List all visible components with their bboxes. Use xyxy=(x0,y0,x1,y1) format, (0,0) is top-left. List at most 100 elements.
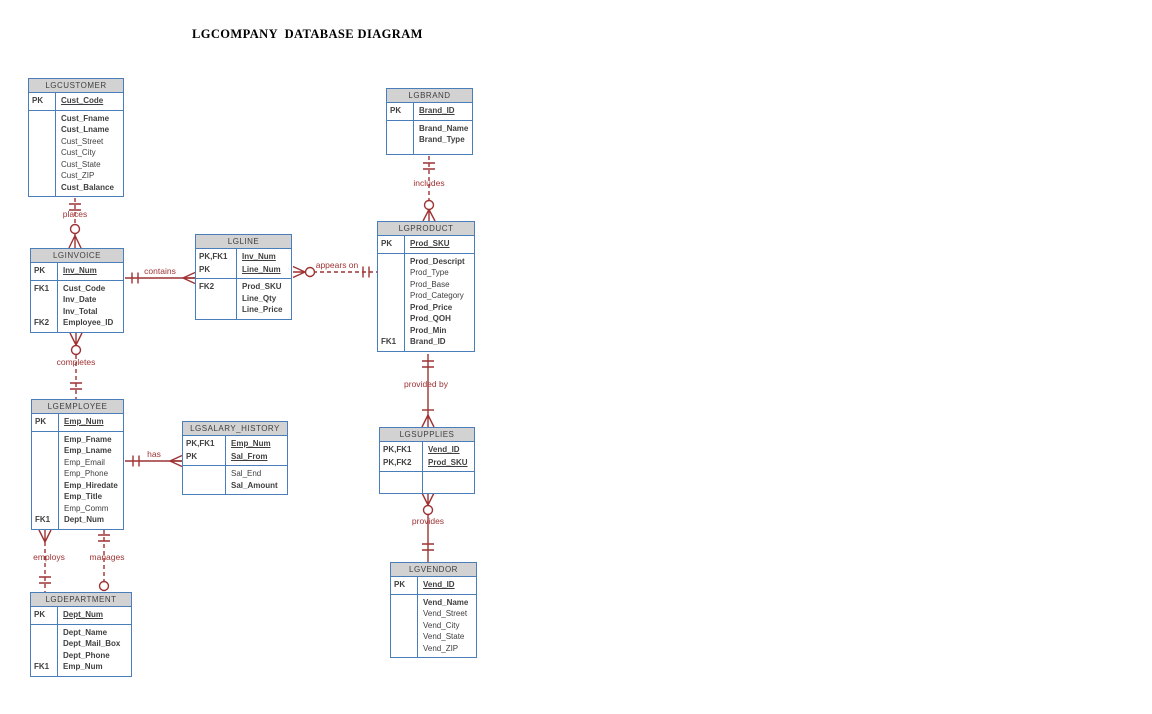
attribute-row: Cust_ZIP xyxy=(29,170,123,182)
relationship-label-contains: contains xyxy=(144,266,176,276)
key-cell: PK xyxy=(199,264,211,274)
attribute-name: Prod_Base xyxy=(410,279,450,289)
attribute-name: Emp_Num xyxy=(231,439,271,448)
attribute-name: Prod_SKU xyxy=(410,239,450,248)
key-cell xyxy=(391,620,417,632)
key-cell xyxy=(391,631,417,643)
attribute-row: Prod_QOH xyxy=(378,313,474,325)
relationship-label-provided-by: provided by xyxy=(404,379,448,389)
relationship-label-provides: provides xyxy=(411,516,445,526)
attribute-row: Vend_Street xyxy=(391,608,476,620)
key-cell xyxy=(387,134,413,146)
attribute-name: Emp_Hiredate xyxy=(64,480,118,490)
entity-name: LGSUPPLIES xyxy=(380,428,474,442)
attribute-name: Cust_Street xyxy=(61,136,104,146)
relationship-manages xyxy=(98,530,110,592)
attribute-name: Brand_ID xyxy=(410,337,446,346)
attribute-row: Inv_Total xyxy=(31,306,123,318)
key-cell xyxy=(29,124,55,136)
attribute-name: Inv_Num xyxy=(242,252,276,261)
attribute-row: Vend_Name xyxy=(391,597,476,609)
key-cell: FK1 xyxy=(34,662,50,671)
attribute-row: Inv_Date xyxy=(31,294,123,306)
attribute-name: Emp_Num xyxy=(64,417,104,426)
attribute-name: Dept_Num xyxy=(63,610,104,619)
key-cell xyxy=(31,306,57,318)
attribute-row: Dept_Phone xyxy=(31,650,131,662)
attribute-row: Emp_Hiredate xyxy=(32,480,123,492)
attribute-name: Inv_Num xyxy=(63,266,97,275)
key-cell xyxy=(32,491,58,503)
attribute-name: Prod_Type xyxy=(410,268,449,277)
key-cell xyxy=(391,608,417,620)
key-cell xyxy=(196,293,236,305)
relationship-provides xyxy=(421,492,435,562)
key-cell: PK xyxy=(34,266,46,275)
relationship-label-appears-on: appears on xyxy=(315,260,359,270)
key-cell: PK xyxy=(186,451,198,461)
attribute-name: Cust_ZIP xyxy=(61,171,95,180)
attribute-row: Cust_Fname xyxy=(29,113,123,125)
attribute-row: Prod_Base xyxy=(378,279,474,291)
relationship-label-manages: manages xyxy=(89,552,125,562)
attribute-name: Sal_From xyxy=(231,451,268,461)
attribute-name: Vend_Name xyxy=(423,597,469,607)
entity-name: LGINVOICE xyxy=(31,249,123,263)
attribute-name: Prod_Descript xyxy=(410,256,465,266)
attribute-row: Emp_Phone xyxy=(32,468,123,480)
key-cell: PK xyxy=(381,239,393,248)
attribute-name: Vend_ID xyxy=(423,580,455,589)
key-cell xyxy=(32,468,58,480)
attribute-row: Vend_City xyxy=(391,620,476,632)
key-cell xyxy=(196,304,236,316)
key-cell xyxy=(378,267,404,279)
key-cell xyxy=(378,256,404,268)
pk-section: PK Prod_SKU xyxy=(378,236,474,253)
relationship-label-completes: completes xyxy=(56,357,96,367)
attribute-name: Emp_Comm xyxy=(64,503,109,513)
attribute-row: Emp_Lname xyxy=(32,445,123,457)
key-cell xyxy=(378,302,404,314)
key-cell: PK xyxy=(390,106,402,115)
attribute-name: Emp_Title xyxy=(64,492,103,501)
attribute-name: Sal_Amount xyxy=(231,480,278,490)
key-cell: FK2 xyxy=(199,282,215,291)
attribute-row: Cust_Street xyxy=(29,136,123,148)
attribute-name: Vend_City xyxy=(423,620,460,630)
relationship-provided-by xyxy=(421,354,435,428)
attribute-row: Brand_Type xyxy=(387,134,472,146)
key-cell: PK xyxy=(32,96,44,105)
key-cell xyxy=(183,468,225,480)
attribute-name: Line_Price xyxy=(242,305,283,314)
key-cell xyxy=(29,159,55,171)
key-cell xyxy=(29,170,55,182)
attribute-name: Emp_Fname xyxy=(64,434,112,444)
entity-name: LGPRODUCT xyxy=(378,222,474,236)
attribute-row: Line_Price xyxy=(196,304,291,316)
